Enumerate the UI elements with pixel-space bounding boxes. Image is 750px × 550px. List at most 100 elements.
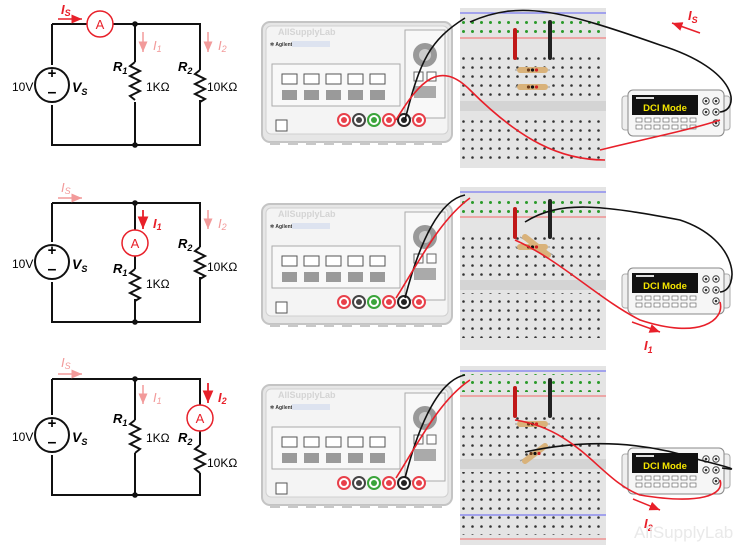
meter-key[interactable]: [644, 302, 652, 308]
black-test-lead[interactable]: [404, 194, 466, 299]
function-button[interactable]: [348, 272, 363, 282]
voltage-current-button[interactable]: [414, 86, 436, 98]
function-button[interactable]: [348, 453, 363, 463]
red-test-lead[interactable]: [395, 197, 471, 299]
select-button[interactable]: [281, 255, 298, 267]
r2-value: 10KΩ: [207, 456, 237, 470]
meter-key[interactable]: [680, 124, 688, 130]
function-button[interactable]: [370, 90, 385, 100]
meter-key[interactable]: [653, 295, 661, 301]
meter-key[interactable]: [653, 302, 661, 308]
resistor-r1-icon: [127, 268, 143, 302]
select-button[interactable]: [369, 73, 386, 85]
meter-key[interactable]: [644, 295, 652, 301]
meter-key[interactable]: [644, 475, 652, 481]
select-button[interactable]: [303, 73, 320, 85]
voltage-current-button[interactable]: [414, 268, 436, 280]
meter-key[interactable]: [671, 482, 679, 488]
meter-key[interactable]: [680, 295, 688, 301]
meter-key[interactable]: [689, 475, 697, 481]
power-switch[interactable]: [275, 119, 288, 132]
function-button[interactable]: [304, 90, 319, 100]
red-test-lead[interactable]: [599, 119, 721, 151]
meter-key[interactable]: [662, 117, 670, 123]
select-button[interactable]: [325, 436, 342, 448]
select-button[interactable]: [303, 255, 320, 267]
select-button[interactable]: [281, 73, 298, 85]
select-button[interactable]: [303, 436, 320, 448]
power-switch[interactable]: [275, 482, 288, 495]
select-button[interactable]: [325, 73, 342, 85]
panel-measure-is: + – 10V VS R1 1KΩ R2 10KΩ A IS I1 I2: [12, 2, 237, 148]
ammeter-label: A: [131, 236, 140, 251]
r1-name: R1: [113, 59, 127, 76]
function-button[interactable]: [326, 90, 341, 100]
red-test-lead[interactable]: [395, 379, 471, 479]
select-button[interactable]: [369, 436, 386, 448]
r1-value: 1KΩ: [146, 80, 170, 94]
black-test-lead[interactable]: [524, 443, 733, 470]
meter-key[interactable]: [644, 482, 652, 488]
meter-key[interactable]: [653, 475, 661, 481]
meter-key[interactable]: [635, 295, 643, 301]
meter-key[interactable]: [671, 295, 679, 301]
meter-key[interactable]: [635, 482, 643, 488]
function-button[interactable]: [326, 272, 341, 282]
black-test-lead[interactable]: [404, 17, 466, 121]
meter-key[interactable]: [662, 295, 670, 301]
meter-key[interactable]: [689, 295, 697, 301]
meter-key[interactable]: [662, 475, 670, 481]
meter-key[interactable]: [671, 475, 679, 481]
meter-key[interactable]: [689, 482, 697, 488]
meter-key[interactable]: [680, 302, 688, 308]
red-test-lead[interactable]: [514, 239, 722, 330]
meter-key[interactable]: [653, 482, 661, 488]
function-button[interactable]: [282, 90, 297, 100]
meter-key[interactable]: [671, 117, 679, 123]
black-test-lead[interactable]: [524, 206, 733, 293]
meter-key[interactable]: [662, 124, 670, 130]
meter-key[interactable]: [635, 475, 643, 481]
meter-key[interactable]: [635, 124, 643, 130]
meter-key[interactable]: [653, 124, 661, 130]
meter-key[interactable]: [644, 117, 652, 123]
function-button[interactable]: [370, 453, 385, 463]
meter-key[interactable]: [689, 302, 697, 308]
function-button[interactable]: [282, 272, 297, 282]
meter-key[interactable]: [680, 475, 688, 481]
select-button[interactable]: [347, 255, 364, 267]
power-switch[interactable]: [275, 301, 288, 314]
function-button[interactable]: [304, 453, 319, 463]
function-button[interactable]: [370, 272, 385, 282]
meter-key[interactable]: [662, 482, 670, 488]
function-button[interactable]: [326, 453, 341, 463]
red-test-lead[interactable]: [514, 419, 722, 500]
black-test-lead[interactable]: [404, 374, 466, 479]
select-button[interactable]: [347, 436, 364, 448]
select-button[interactable]: [369, 255, 386, 267]
meter-key[interactable]: [635, 117, 643, 123]
function-button[interactable]: [348, 90, 363, 100]
function-button[interactable]: [304, 272, 319, 282]
right-arrow-button[interactable]: [426, 434, 437, 445]
meter-key[interactable]: [680, 117, 688, 123]
meter-key[interactable]: [671, 124, 679, 130]
function-button[interactable]: [282, 453, 297, 463]
meter-key[interactable]: [680, 482, 688, 488]
meter-key[interactable]: [689, 117, 697, 123]
meter-key[interactable]: [671, 302, 679, 308]
meter-key[interactable]: [653, 117, 661, 123]
red-test-lead[interactable]: [395, 74, 606, 161]
voltage-current-button[interactable]: [414, 449, 436, 461]
wire: [51, 378, 201, 496]
select-button[interactable]: [347, 73, 364, 85]
meter-display: [632, 273, 698, 293]
select-button[interactable]: [281, 436, 298, 448]
select-button[interactable]: [325, 255, 342, 267]
meter-key[interactable]: [644, 124, 652, 130]
right-arrow-button[interactable]: [426, 253, 437, 264]
meter-key[interactable]: [662, 302, 670, 308]
brand-logo: ✲ Agilent: [270, 405, 293, 411]
meter-key[interactable]: [635, 302, 643, 308]
black-test-lead[interactable]: [469, 9, 732, 113]
